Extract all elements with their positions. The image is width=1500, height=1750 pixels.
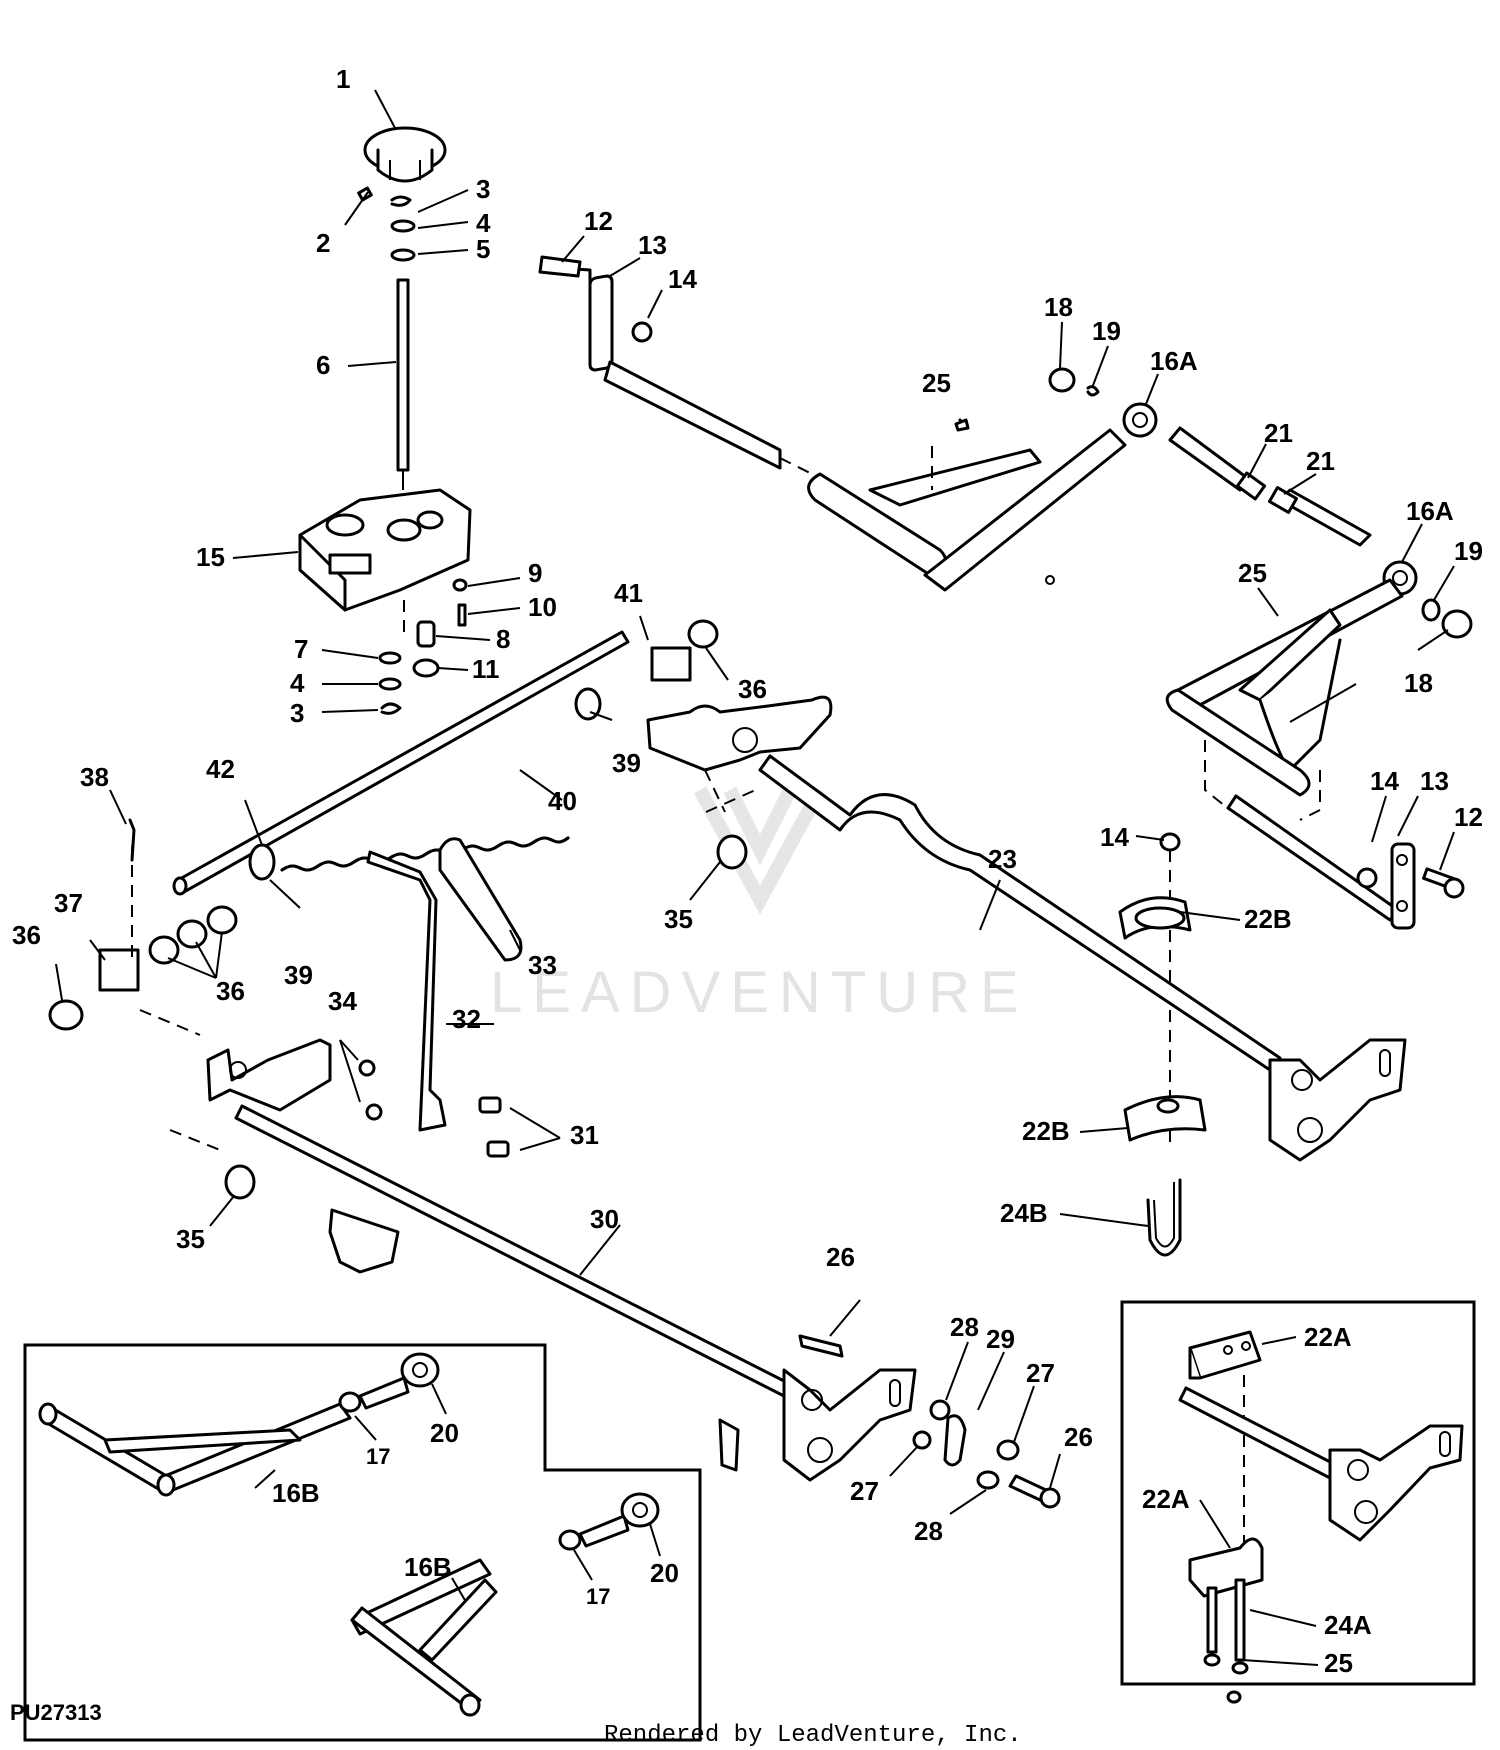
callout-26a: 26	[826, 1242, 855, 1272]
callout-14b: 14	[1370, 766, 1399, 796]
callout-24B: 24B	[1000, 1198, 1048, 1228]
callout-42: 42	[206, 754, 235, 784]
callout-7: 7	[294, 634, 308, 664]
callout-26b: 26	[1064, 1422, 1093, 1452]
callout-24A: 24A	[1324, 1610, 1372, 1640]
callout-21a: 21	[1264, 418, 1293, 448]
callout-16Ab: 16A	[1406, 496, 1454, 526]
callouts: 1 2 3 4 5 6 15 9 10 8 7 11 4 3 12 13 14 …	[12, 64, 1483, 1678]
watermark-text: LEADVENTURE	[490, 960, 1029, 1025]
callout-27a: 27	[1026, 1358, 1055, 1388]
callout-28a: 28	[950, 1312, 979, 1342]
rear-link-assembly-right	[1045, 486, 1473, 1257]
callout-12a: 12	[584, 206, 613, 236]
callout-30: 30	[590, 1204, 619, 1234]
callout-22Ab: 22A	[1142, 1484, 1190, 1514]
callout-2: 2	[316, 228, 330, 258]
callout-14c: 14	[1100, 822, 1129, 852]
callout-27b: 27	[850, 1476, 879, 1506]
callout-22Bb: 22B	[1022, 1116, 1070, 1146]
callout-33: 33	[528, 950, 557, 980]
callout-18a: 18	[1044, 292, 1073, 322]
callout-19b: 19	[1454, 536, 1483, 566]
callout-11: 11	[472, 654, 500, 684]
callout-36b: 36	[12, 920, 41, 950]
lift-shaft-23	[646, 695, 1407, 1162]
callout-39b: 39	[284, 960, 313, 990]
callout-8: 8	[496, 624, 510, 654]
callout-28b: 28	[914, 1516, 943, 1546]
callout-35a: 35	[664, 904, 693, 934]
render-credit: Rendered by LeadVenture, Inc.	[604, 1722, 1022, 1749]
callout-40: 40	[548, 786, 577, 816]
callout-13a: 13	[638, 230, 667, 260]
callout-38: 38	[80, 762, 109, 792]
callout-13b: 13	[1420, 766, 1449, 796]
callout-31: 31	[570, 1120, 599, 1150]
rear-link-assembly-upper	[538, 255, 1267, 592]
callout-16Bb: 16B	[404, 1552, 452, 1582]
callout-20a: 20	[430, 1418, 459, 1448]
leader-lines	[55, 235, 1455, 1515]
callout-20b: 20	[650, 1558, 679, 1588]
callout-25a: 25	[922, 368, 951, 398]
lower-shaft-30	[169, 1038, 1061, 1509]
callout-6: 6	[316, 350, 330, 380]
callout-3b: 3	[290, 698, 304, 728]
callout-12b: 12	[1454, 802, 1483, 832]
watermark: LEADVENTURE	[490, 786, 1029, 1025]
callout-36c: 36	[216, 976, 245, 1006]
callout-39a: 39	[612, 748, 641, 778]
callout-19a: 19	[1092, 316, 1121, 346]
callout-36a: 36	[738, 674, 767, 704]
callout-5: 5	[476, 234, 490, 264]
callout-17b: 17	[586, 1584, 610, 1609]
spring-rod-assembly	[48, 619, 719, 1036]
callout-15: 15	[196, 542, 225, 572]
callout-18b: 18	[1404, 668, 1433, 698]
callout-3: 3	[476, 174, 490, 204]
figure-id: PU27313	[10, 1700, 102, 1725]
callout-29: 29	[986, 1324, 1015, 1354]
callout-9: 9	[528, 558, 542, 588]
callout-17a: 17	[366, 1444, 390, 1469]
callout-14a: 14	[668, 264, 697, 294]
callout-25c: 25	[1324, 1648, 1353, 1678]
callout-37: 37	[54, 888, 83, 918]
callout-1: 1	[336, 64, 350, 94]
callout-41: 41	[614, 578, 643, 608]
callout-32: 32	[452, 1004, 481, 1034]
callout-4b: 4	[290, 668, 305, 698]
callout-10: 10	[528, 592, 557, 622]
inset-16B	[23, 1343, 702, 1742]
inset-22A	[1120, 1300, 1476, 1704]
knob-assembly	[232, 89, 521, 715]
callout-16Aa: 16A	[1150, 346, 1198, 376]
callout-4: 4	[476, 208, 491, 238]
callout-21b: 21	[1306, 446, 1335, 476]
pedal-assembly	[339, 837, 561, 1158]
callout-22Ba: 22B	[1244, 904, 1292, 934]
callout-22Aa: 22A	[1304, 1322, 1352, 1352]
callout-25b: 25	[1238, 558, 1267, 588]
callout-16Ba: 16B	[272, 1478, 320, 1508]
callout-23: 23	[988, 844, 1017, 874]
callout-35b: 35	[176, 1224, 205, 1254]
callout-34: 34	[328, 986, 357, 1016]
